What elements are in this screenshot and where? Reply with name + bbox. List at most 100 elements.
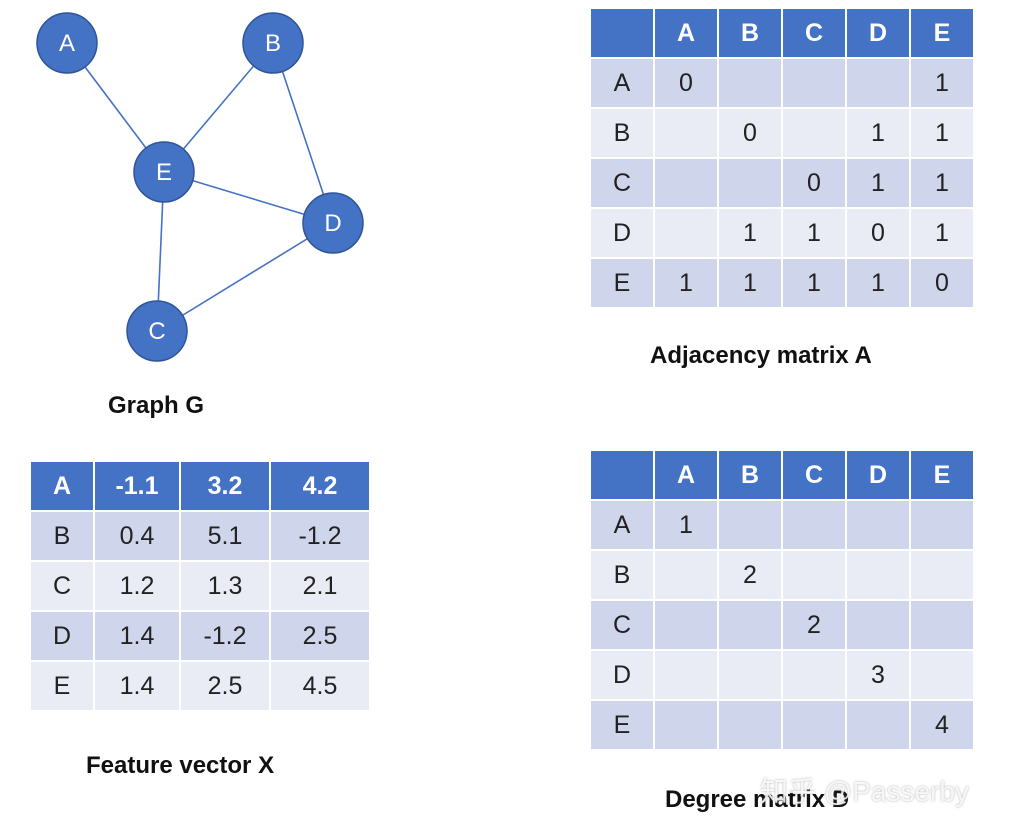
row-label-cell: B xyxy=(29,510,95,562)
matrix-cell xyxy=(717,57,783,109)
matrix-cell xyxy=(781,107,847,159)
matrix-cell: 0 xyxy=(909,257,975,309)
matrix-cell: 2.5 xyxy=(269,610,371,662)
row-label-cell: E xyxy=(589,699,655,751)
matrix-cell xyxy=(717,649,783,701)
matrix-cell: 1 xyxy=(717,257,783,309)
matrix-cell xyxy=(653,599,719,651)
matrix-cell: 2 xyxy=(717,549,783,601)
matrix-cell xyxy=(845,599,911,651)
node-label: D xyxy=(324,210,341,237)
matrix-cell xyxy=(781,499,847,551)
matrix-cell: -1.2 xyxy=(179,610,271,662)
node-label: C xyxy=(148,318,165,345)
header-cell xyxy=(589,449,655,501)
matrix-cell: 1 xyxy=(653,257,719,309)
header-cell: A xyxy=(653,7,719,59)
matrix-cell: 1.3 xyxy=(179,560,271,612)
node-label: E xyxy=(156,159,172,186)
degree-caption: Degree matrix D xyxy=(665,786,850,813)
matrix-cell xyxy=(909,599,975,651)
matrix-cell: 0 xyxy=(717,107,783,159)
header-cell: -1.1 xyxy=(93,460,181,512)
header-cell: C xyxy=(781,7,847,59)
matrix-cell: 1 xyxy=(781,257,847,309)
matrix-cell xyxy=(781,57,847,109)
row-label-cell: C xyxy=(589,599,655,651)
matrix-cell xyxy=(653,549,719,601)
matrix-cell: 2 xyxy=(781,599,847,651)
row-label-cell: B xyxy=(589,549,655,601)
matrix-cell: 1.4 xyxy=(93,660,181,712)
feature-caption: Feature vector X xyxy=(86,752,275,779)
watermark: 知乎 @Passerby xyxy=(760,776,969,807)
node-circle xyxy=(133,141,195,203)
matrix-cell: 1 xyxy=(653,499,719,551)
row-label-cell: C xyxy=(589,157,655,209)
matrix-cell: 0 xyxy=(653,57,719,109)
matrix-cell: 1 xyxy=(909,207,975,259)
node-b: B xyxy=(242,12,304,74)
matrix-cell: 1 xyxy=(845,257,911,309)
matrix-cell: 2.1 xyxy=(269,560,371,612)
row-label-cell: A xyxy=(589,499,655,551)
matrix-cell: 1 xyxy=(781,207,847,259)
header-cell: 4.2 xyxy=(269,460,371,512)
node-e: E xyxy=(133,141,195,203)
matrix-cell xyxy=(781,699,847,751)
header-cell: B xyxy=(717,449,783,501)
matrix-cell xyxy=(653,699,719,751)
matrix-cell: 1 xyxy=(845,107,911,159)
row-label-cell: E xyxy=(589,257,655,309)
matrix-cell xyxy=(909,499,975,551)
header-cell: D xyxy=(845,7,911,59)
node-label: A xyxy=(59,30,75,57)
adjacency-caption: Adjacency matrix A xyxy=(650,342,872,369)
matrix-cell xyxy=(845,549,911,601)
header-cell: A xyxy=(653,449,719,501)
graph-g-diagram: A B E D C xyxy=(36,12,364,362)
row-label-cell: D xyxy=(589,207,655,259)
matrix-cell: 1.4 xyxy=(93,610,181,662)
matrix-cell: 1.2 xyxy=(93,560,181,612)
row-label-cell: D xyxy=(589,649,655,701)
graph-caption: Graph G xyxy=(108,392,205,419)
matrix-cell xyxy=(909,549,975,601)
matrix-cell: 4.5 xyxy=(269,660,371,712)
header-cell xyxy=(589,7,655,59)
header-cell: E xyxy=(909,449,975,501)
matrix-cell: 1 xyxy=(909,57,975,109)
matrix-cell xyxy=(781,649,847,701)
matrix-cell: 0 xyxy=(781,157,847,209)
matrix-cell: 4 xyxy=(909,699,975,751)
node-circle xyxy=(302,192,364,254)
node-circle xyxy=(36,12,98,74)
row-label-cell: D xyxy=(29,610,95,662)
matrix-cell xyxy=(909,649,975,701)
edge-c-d xyxy=(156,222,334,332)
header-cell: B xyxy=(717,7,783,59)
matrix-cell: 5.1 xyxy=(179,510,271,562)
matrix-cell xyxy=(717,599,783,651)
matrix-cell: 2.5 xyxy=(179,660,271,712)
matrix-cell xyxy=(845,57,911,109)
matrix-cell: 1 xyxy=(717,207,783,259)
header-cell: 3.2 xyxy=(179,460,271,512)
